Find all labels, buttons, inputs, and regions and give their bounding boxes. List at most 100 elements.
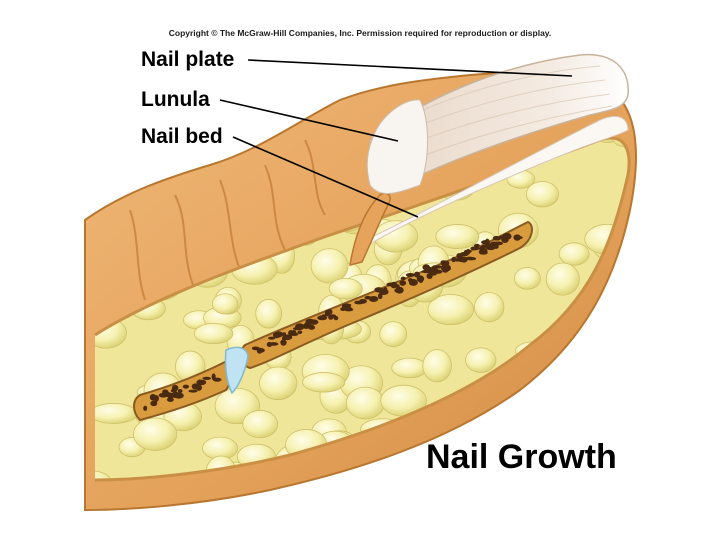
fat-cell — [391, 357, 428, 379]
bone-pore — [514, 236, 523, 240]
fat-cell — [95, 403, 138, 424]
fat-cell — [597, 336, 630, 362]
fat-cell — [606, 474, 630, 480]
bone-pore — [297, 330, 303, 334]
fat-cell — [255, 298, 283, 329]
bone-pore — [481, 244, 486, 249]
bone-pore — [173, 392, 184, 399]
bone-pore — [170, 388, 177, 393]
fat-cell — [259, 366, 298, 401]
bone-pore — [196, 379, 207, 386]
bone-pore — [481, 240, 491, 245]
bone-pore — [282, 334, 293, 341]
joint-cartilage — [224, 346, 249, 395]
bone-pore — [494, 236, 501, 241]
bone-pore — [273, 332, 281, 339]
label-nail-plate: Nail plate — [141, 48, 235, 71]
skin-wrinkles — [129, 139, 326, 301]
bone-pore — [470, 246, 480, 251]
bone-pore — [456, 253, 462, 259]
bone-pore — [466, 248, 471, 255]
bone-pore — [340, 307, 346, 312]
fat-cell — [520, 473, 564, 480]
bone-pore — [257, 348, 265, 353]
bone-pore — [191, 383, 200, 390]
bone-pore — [354, 300, 364, 305]
bone-pore — [268, 336, 276, 340]
bone-pore — [177, 388, 183, 394]
bone-pore — [342, 303, 352, 307]
leader-nail-bed — [232, 136, 419, 218]
bone-pore — [413, 271, 421, 278]
fat-cell — [569, 337, 614, 369]
bone-pore — [188, 389, 198, 393]
fat-cell — [474, 292, 505, 323]
fat-cell — [193, 323, 234, 345]
fat-cell — [558, 242, 590, 266]
bone-pore — [150, 400, 158, 407]
diagram-title: Nail Growth — [426, 438, 617, 476]
nail-bed — [354, 115, 629, 246]
label-nail-bed: Nail bed — [141, 125, 223, 148]
fat-cell — [513, 267, 541, 290]
fat-cell — [525, 181, 560, 208]
bone-pore — [280, 339, 287, 346]
fat-cell — [524, 384, 566, 414]
fat-cell — [545, 262, 580, 296]
bone-pore — [416, 275, 425, 283]
bone-pore — [251, 346, 260, 351]
proximal-nail-fold — [349, 192, 391, 267]
bone-pore — [395, 286, 404, 294]
bone-pore — [399, 280, 407, 286]
fat-cell — [310, 248, 349, 284]
fat-cell — [328, 277, 363, 300]
fat-cell — [591, 138, 624, 143]
fat-cell — [521, 383, 559, 412]
bone-pore — [167, 392, 174, 400]
bone-pore — [326, 309, 333, 315]
leader-lines — [219, 59, 573, 218]
leader-nail-plate — [247, 59, 573, 77]
leader-lunula — [219, 99, 399, 142]
bone-pore — [143, 405, 148, 411]
fat-cell — [600, 302, 626, 329]
bone-pore — [473, 243, 480, 248]
fat-cell — [367, 469, 408, 480]
bone-pores-distal — [251, 232, 523, 354]
bone-pore — [268, 342, 279, 346]
fat-cell — [533, 382, 572, 418]
bone-pore — [501, 237, 509, 243]
bone-pore — [405, 273, 415, 278]
bone-pore — [400, 276, 406, 281]
copyright-notice: Copyright © The McGraw-Hill Companies, I… — [168, 28, 552, 38]
bone-pore — [422, 264, 430, 271]
fat-cell — [427, 294, 475, 326]
bone-pore — [408, 279, 418, 286]
fat-cell — [379, 321, 408, 348]
label-lunula: Lunula — [141, 88, 210, 111]
bone-pore — [428, 270, 438, 276]
bone-pore — [317, 315, 328, 321]
fat-cell — [422, 349, 452, 383]
fat-cell — [465, 347, 497, 373]
bone-pore — [374, 287, 384, 293]
fat-cell — [302, 372, 346, 393]
fat-cell — [345, 386, 385, 420]
bone-pore — [466, 257, 477, 261]
bone-pores-middle — [143, 373, 222, 411]
fat-cell — [242, 410, 279, 439]
bone-pore — [377, 293, 383, 300]
fat-cell — [211, 293, 239, 315]
bone-pore — [493, 243, 499, 249]
bone-pore — [328, 314, 334, 320]
fat-cell — [435, 224, 480, 249]
bone-pore — [368, 296, 379, 303]
bone-pore — [202, 376, 212, 380]
fat-cell — [132, 417, 178, 451]
bone-pore — [294, 323, 305, 331]
fat-cell — [558, 355, 593, 388]
bone-pore — [149, 393, 157, 401]
bone-pore — [484, 243, 494, 249]
bone-pore — [421, 270, 430, 274]
